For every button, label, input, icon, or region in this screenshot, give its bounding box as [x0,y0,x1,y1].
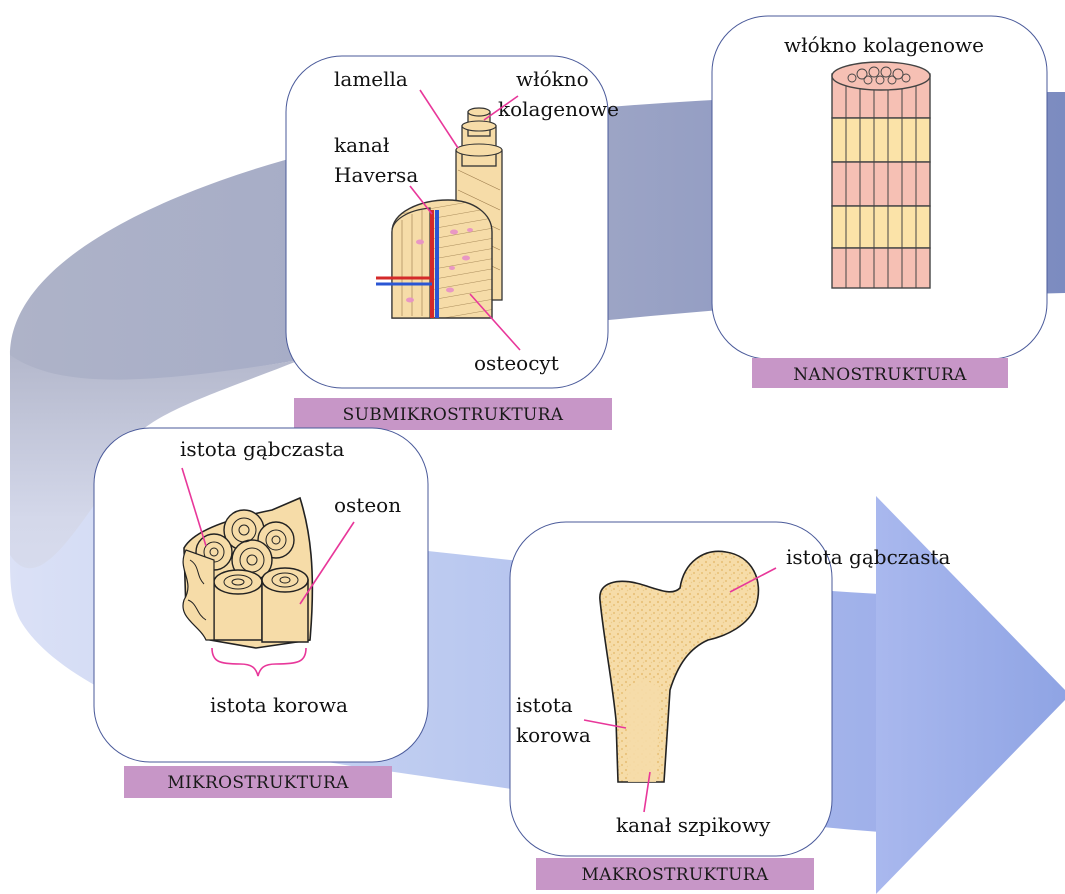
submikro-caption: SUBMIKROSTRUKTURA [343,405,564,425]
makro-spongy-label: istota gąbczasta [786,545,951,569]
makro-caption: MAKROSTRUKTURA [582,865,769,885]
mikro-spongy-label: istota gąbczasta [180,437,345,461]
submikro-haversian-label-2: Haversa [334,163,418,187]
nano-caption: NANOSTRUKTURA [793,365,967,385]
submikro-haversian-label-1: kanał [334,133,390,157]
collagen-fiber-bundle-icon [832,62,930,288]
submikro-osteocyte-label: osteocyt [474,351,559,375]
submikro-lamella-label: lamella [334,67,408,91]
submikro-fiber-label-1: włókno [516,67,589,91]
nano-fiber-label: włókno kolagenowe [784,33,984,57]
mikro-card: istota gąbczasta osteon istota korowa [94,428,428,798]
makro-cortical-label-2: korowa [516,723,591,747]
makro-cortical-label-1: istota [516,693,573,717]
mikro-osteon-label: osteon [334,493,401,517]
submikro-card: lamella włókno kolagenowe kanał Haversa … [286,56,619,430]
submikro-fiber-label-2: kolagenowe [498,97,619,121]
nano-card: włókno kolagenowe NANOSTRUKTUR [712,16,1047,388]
makro-marrow-label: kanał szpikowy [616,813,771,837]
mikro-cortical-label: istota korowa [210,693,348,717]
mikro-caption: MIKROSTRUKTURA [167,773,349,793]
